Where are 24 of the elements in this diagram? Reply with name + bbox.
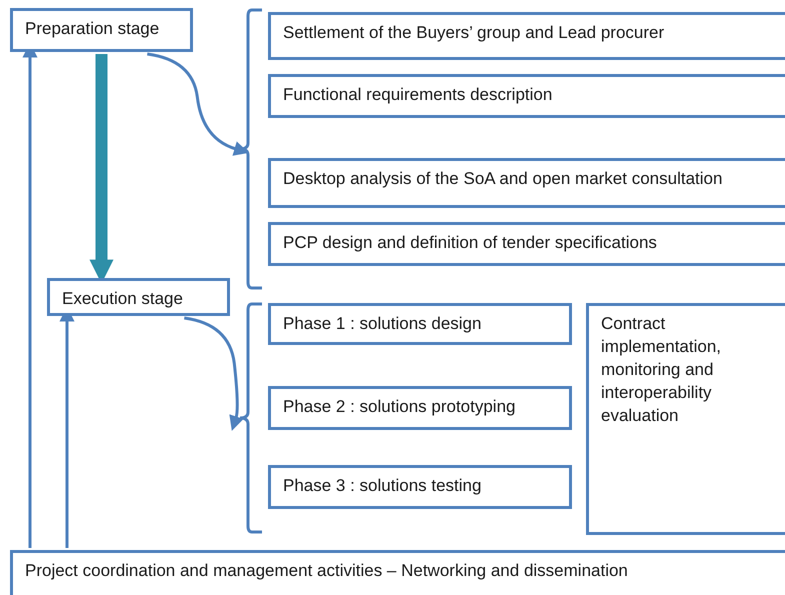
process-box bbox=[268, 12, 785, 60]
process-box bbox=[268, 465, 572, 509]
process-box bbox=[10, 550, 785, 595]
box-label: Project coordination and management activities – Networking and dissemination bbox=[25, 560, 629, 582]
box-label: Settlement of the Buyers’ group and Lead procurer bbox=[283, 22, 666, 44]
box-label: Phase 3 : solutions testing bbox=[283, 475, 482, 497]
process-box bbox=[586, 303, 785, 535]
arrow bbox=[147, 52, 249, 156]
process-box bbox=[268, 74, 785, 118]
box-label: Desktop analysis of the SoA and open market consultation bbox=[283, 168, 724, 190]
box-label: Phase 2 : solutions prototyping bbox=[283, 396, 516, 418]
process-box bbox=[47, 278, 230, 316]
process-box bbox=[268, 158, 785, 208]
process-box bbox=[10, 8, 193, 52]
box-label: PCP design and definition of tender specifications bbox=[283, 232, 658, 254]
box-label: Execution stage bbox=[62, 288, 184, 310]
box-label: Preparation stage bbox=[25, 18, 160, 40]
process-box bbox=[268, 222, 785, 266]
box-label: Functional requirements description bbox=[283, 84, 554, 106]
box-label: Phase 1 : solutions design bbox=[283, 313, 482, 335]
process-box bbox=[268, 386, 572, 430]
process-box bbox=[268, 303, 572, 345]
arrow bbox=[184, 316, 244, 432]
box-label: Contract implementation, monitoring and interoperability evaluation bbox=[601, 313, 722, 427]
